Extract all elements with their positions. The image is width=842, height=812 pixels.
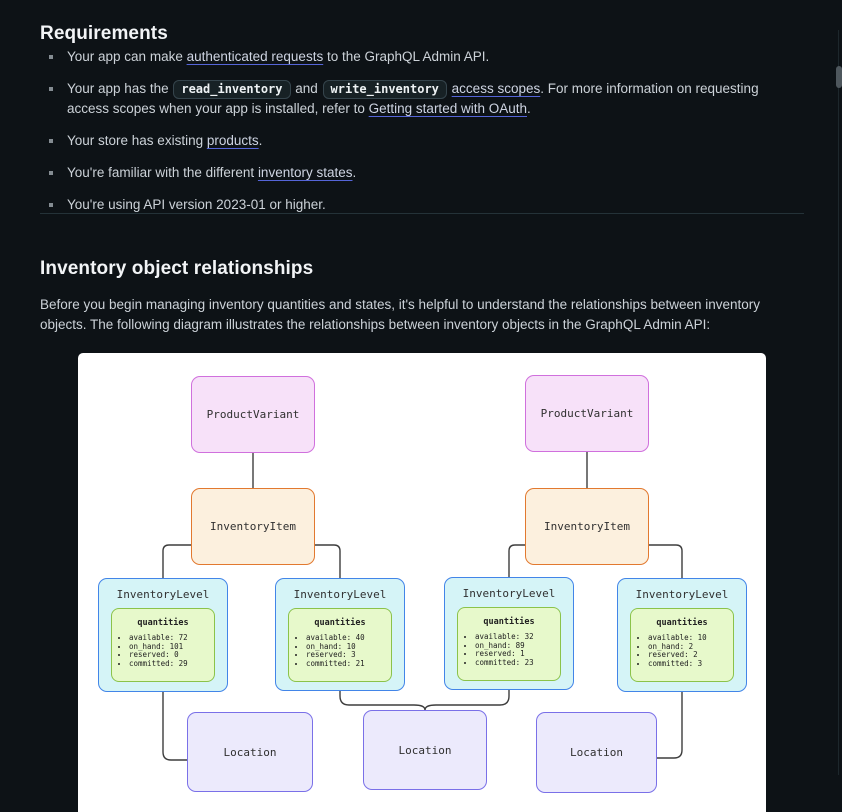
quantity-line: on_hand: 10 [306,642,391,652]
link-access-scopes[interactable]: access scopes [451,81,541,96]
node-inventory-level-2: InventoryLevel quantities available: 40 … [275,578,405,691]
node-location-1: Location [187,712,313,792]
bullet-square-icon [49,55,53,59]
diagram-connectors [162,452,683,761]
inventory-relationships-heading: Inventory object relationships [40,257,314,279]
scrollbar-thumb[interactable] [836,66,842,88]
quantities-box: quantities available: 72 on_hand: 101 re… [111,608,215,682]
quantity-line: on_hand: 101 [129,642,214,652]
bullet-square-icon [49,203,53,207]
quantity-line: on_hand: 2 [648,642,733,652]
quantity-line: reserved: 3 [306,651,391,660]
link-getting-started-oauth[interactable]: Getting started with OAuth [368,101,527,116]
node-location-3: Location [536,712,657,793]
code-chip-read-inventory: read_inventory [173,80,291,99]
link-authenticated-requests[interactable]: authenticated requests [186,49,324,64]
link-products[interactable]: products [206,133,259,148]
node-product-variant-left: ProductVariant [191,376,315,453]
quantity-line: on_hand: 89 [475,641,560,651]
quantity-line: available: 40 [306,633,391,643]
list-item: You're familiar with the different inven… [40,160,800,186]
link-inventory-states[interactable]: inventory states [257,165,353,180]
quantity-line: reserved: 1 [475,650,560,659]
node-inventory-item-right: InventoryItem [525,488,649,565]
bullet-square-icon [49,87,53,91]
node-inventory-level-3: InventoryLevel quantities available: 32 … [444,577,574,690]
quantity-line: committed: 23 [475,658,560,668]
code-chip-write-inventory: write_inventory [322,80,447,99]
list-item: Your app can make authenticated requests… [40,44,800,70]
list-item: Your store has existing products. [40,128,800,154]
node-inventory-item-left: InventoryItem [191,488,315,565]
quantities-box: quantities available: 10 on_hand: 2 rese… [630,608,734,682]
quantity-line: committed: 29 [129,659,214,669]
quantity-line: reserved: 0 [129,651,214,660]
inventory-relationships-diagram: ProductVariant ProductVariant InventoryI… [78,353,766,812]
quantities-box: quantities available: 32 on_hand: 89 res… [457,607,561,681]
node-inventory-level-1: InventoryLevel quantities available: 72 … [98,578,228,692]
list-item: You're using API version 2023-01 or high… [40,192,800,218]
bullet-square-icon [49,139,53,143]
requirements-heading: Requirements [40,22,168,44]
node-inventory-level-4: InventoryLevel quantities available: 10 … [617,578,747,692]
quantity-line: committed: 3 [648,659,733,669]
list-item: Your app has the read_inventory and writ… [40,76,800,122]
requirements-list: Your app can make authenticated requests… [40,44,800,224]
scrollbar-track [838,30,839,775]
quantity-line: available: 72 [129,633,214,643]
section-divider [40,213,804,214]
quantity-line: available: 32 [475,632,560,642]
bullet-square-icon [49,171,53,175]
quantity-line: reserved: 2 [648,651,733,660]
quantity-line: available: 10 [648,633,733,643]
relationships-paragraph: Before you begin managing inventory quan… [40,296,761,332]
quantity-line: committed: 21 [306,659,391,669]
quantities-box: quantities available: 40 on_hand: 10 res… [288,608,392,682]
node-location-2: Location [363,710,487,790]
node-product-variant-right: ProductVariant [525,375,649,452]
